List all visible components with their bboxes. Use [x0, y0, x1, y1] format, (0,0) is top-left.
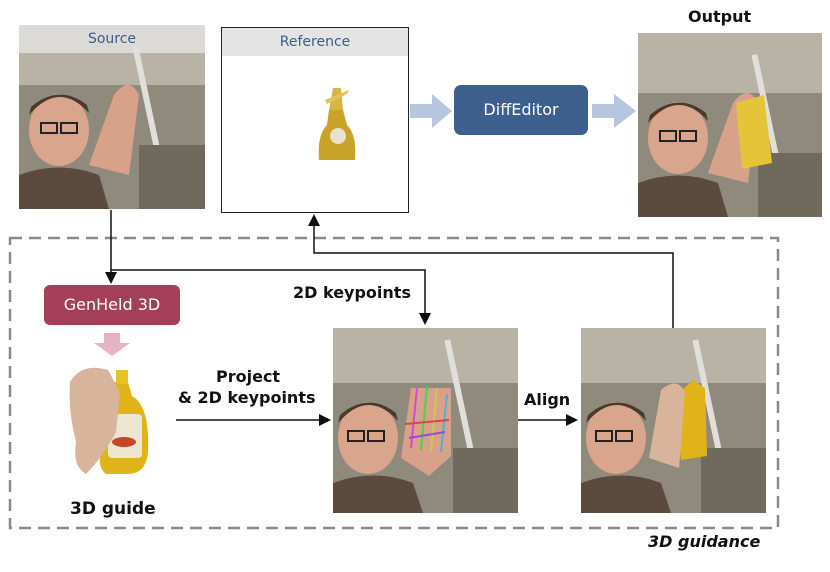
- mustard-bottle-icon: [318, 88, 356, 160]
- align-label: Align: [524, 390, 571, 409]
- project-label-line2: & 2D keypoints: [178, 388, 316, 407]
- source-image: Source: [19, 25, 205, 209]
- genheld-box: GenHeld 3D: [44, 285, 180, 325]
- keypoints-arrow: [111, 269, 431, 325]
- aligned-to-reference-arrow: [308, 214, 674, 328]
- 3d-guide-label: 3D guide: [70, 499, 156, 519]
- output-image: [638, 33, 822, 217]
- output-label: Output: [688, 7, 752, 26]
- keypoints-label: 2D keypoints: [293, 283, 411, 302]
- genheld-to-guide-arrow: [94, 333, 130, 356]
- guidance-label: 3D guidance: [648, 532, 761, 551]
- guidance-dashed-border: [8, 236, 780, 530]
- source-label: Source: [19, 25, 205, 53]
- projected-keypoints-image: [333, 328, 518, 513]
- reference-to-diffeditor-arrow: [410, 94, 452, 128]
- project-label-line1: Project: [216, 367, 281, 386]
- aligned-image: [581, 328, 766, 513]
- reference-label: Reference: [222, 28, 408, 56]
- diffeditor-to-output-arrow: [592, 94, 636, 128]
- reference-image: Reference: [221, 27, 409, 213]
- 3d-guide-render: [69, 367, 149, 474]
- diffeditor-box: DiffEditor: [454, 85, 588, 135]
